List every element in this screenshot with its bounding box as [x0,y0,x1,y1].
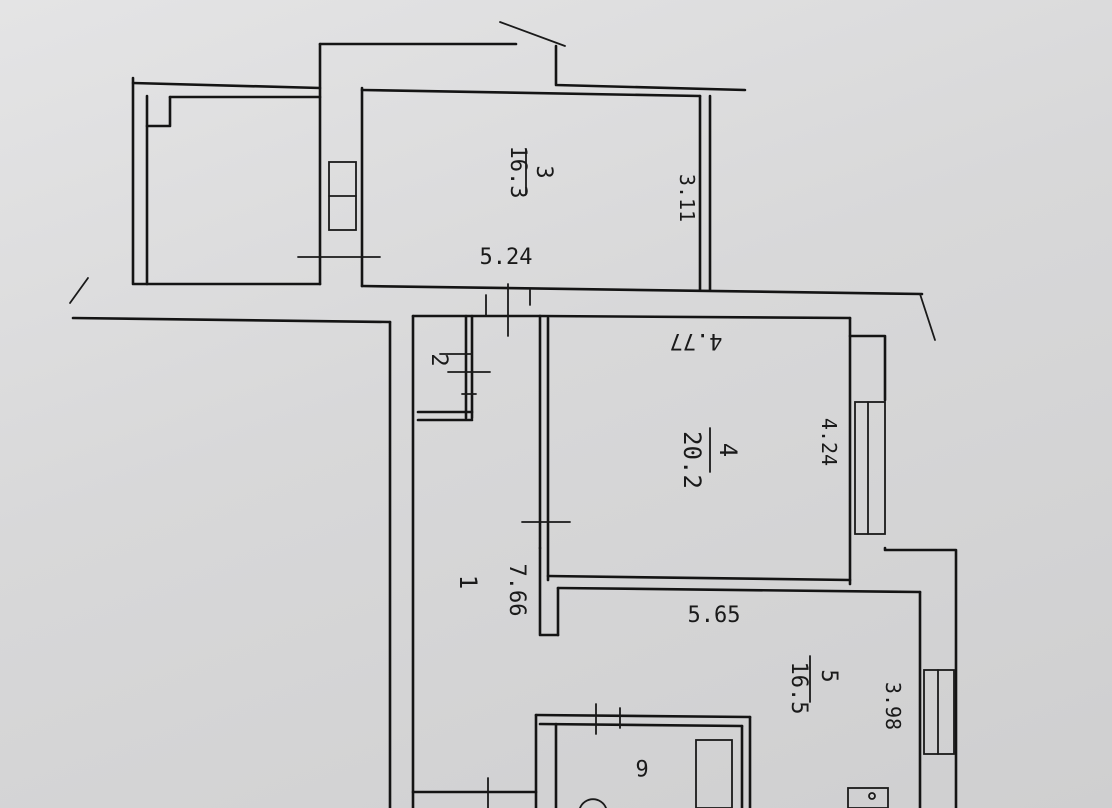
corridor-length-label: 7.66 [504,564,529,617]
room-5-number: 5 [816,669,841,682]
room-6-number: 6 [635,754,648,779]
room-3-walls [297,21,936,341]
balcony-walls [69,76,322,304]
room-5-walls [556,586,955,808]
room-2-walls [416,314,491,422]
room-3-number: 3 [531,165,556,178]
room-3-width-label: 3.11 [675,174,699,222]
room-4-area: 20.2 [678,431,706,489]
room-4-length-label: 4.77 [670,328,723,353]
room-4-walls [521,314,958,808]
room-3-area: 16.3 [505,146,530,199]
room-4-number: 4 [714,443,742,457]
room-5-length-label: 5.65 [688,603,741,628]
room-5-area: 16.5 [786,662,811,715]
corridor-walls [71,283,542,808]
room-4-width-label: 4.24 [817,418,841,466]
room-1-number: 1 [454,575,482,589]
room-3-length-label: 5.24 [480,245,533,270]
room-6-walls [411,703,752,808]
room-2-number: 2 [426,353,451,366]
room-5-width-label: 3.98 [881,682,905,730]
